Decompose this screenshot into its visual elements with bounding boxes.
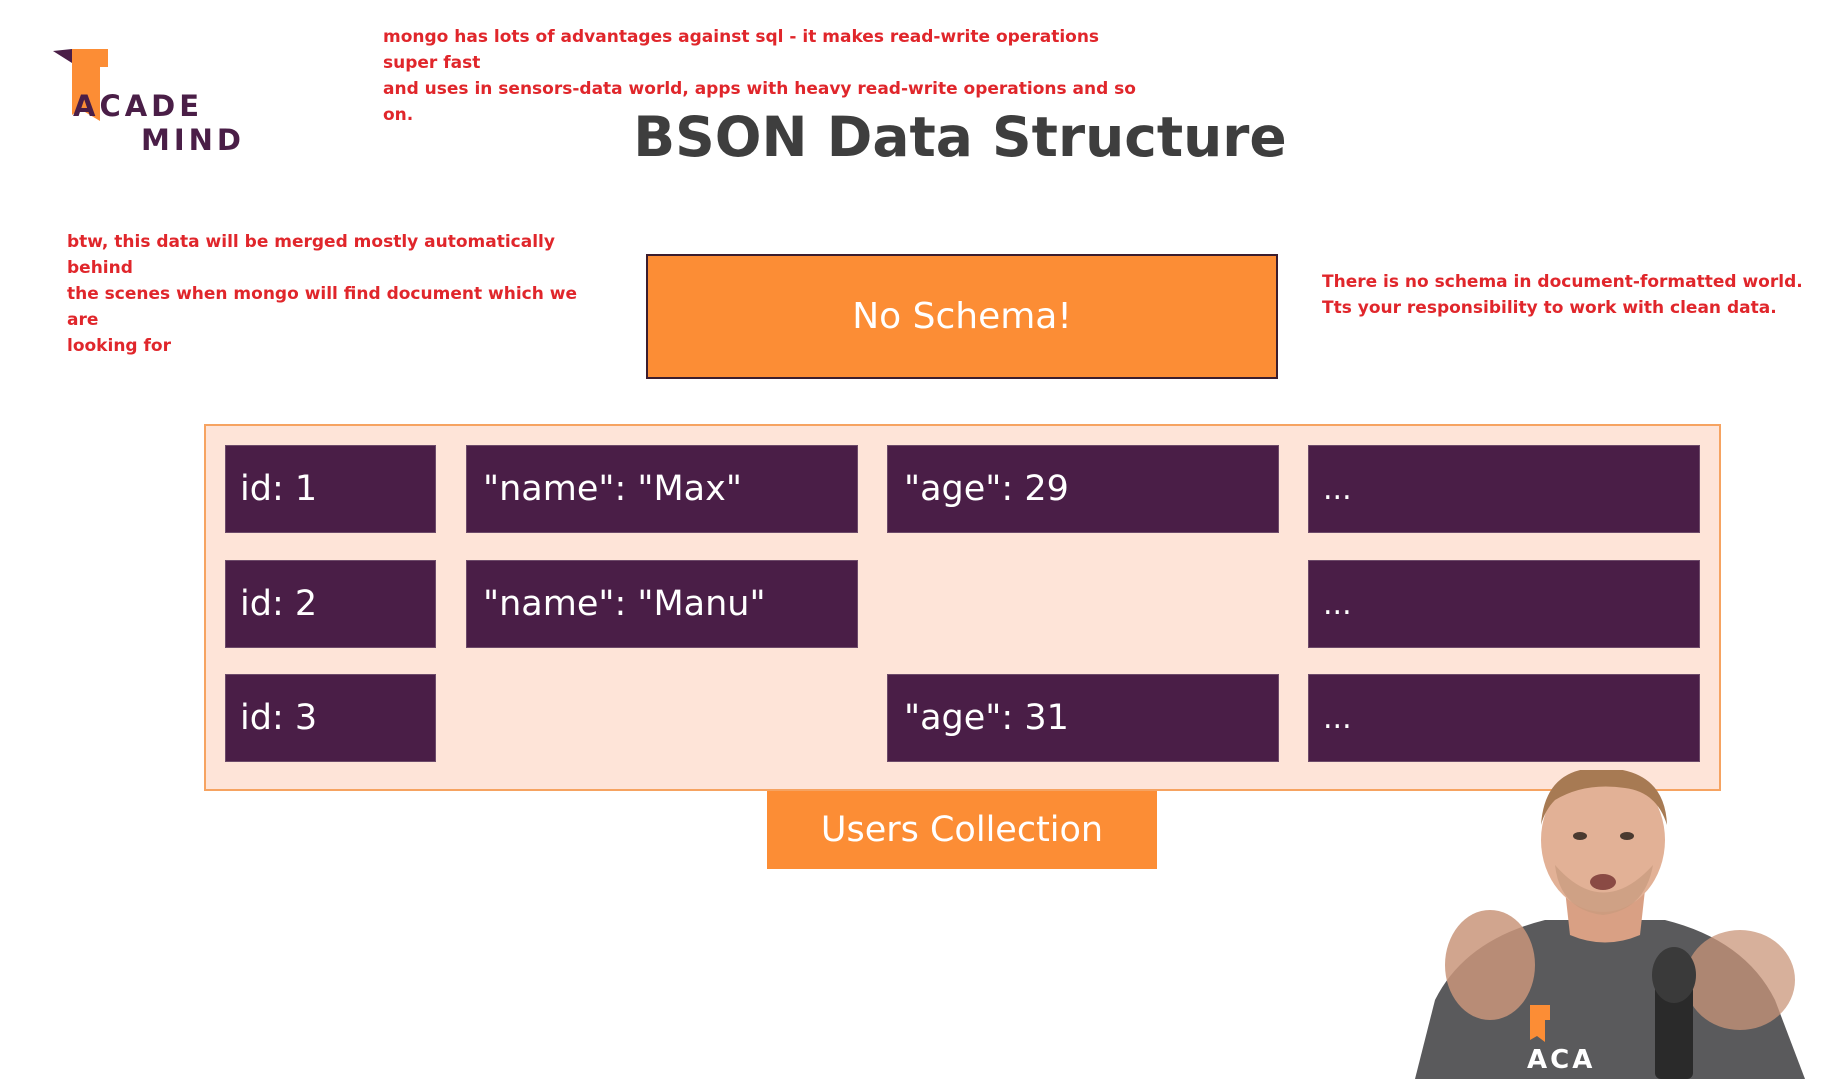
logo-text-mind: MIND (141, 123, 245, 157)
doc-3-age-field: "age": 31 (887, 674, 1279, 762)
slide-title: BSON Data Structure (633, 105, 1287, 169)
doc-1-name-field: "name": "Max" (466, 445, 858, 533)
users-collection-label: Users Collection (767, 791, 1157, 869)
doc-2-more-field: ... (1308, 560, 1700, 648)
note-right: There is no schema in document-formatted… (1322, 269, 1812, 321)
note-top-line-2: and uses in sensors-data world, apps wit… (383, 79, 1136, 125)
doc-2-id-field: id: 2 (225, 560, 436, 648)
note-right-line-1: There is no schema in document-formatted… (1322, 272, 1803, 292)
doc-3-id-field: id: 3 (225, 674, 436, 762)
doc-1-age-field: "age": 29 (887, 445, 1279, 533)
no-schema-box: No Schema! (646, 254, 1278, 379)
doc-1-id-field: id: 1 (225, 445, 436, 533)
note-top: mongo has lots of advantages against sql… (383, 24, 1143, 128)
bookmark-ribbon-icon (53, 49, 108, 121)
academind-logo: ACADE MIND (50, 45, 250, 157)
presenter-video-overlay: ACA (1415, 770, 1805, 1079)
note-left-line-3: looking for (67, 336, 171, 356)
note-left: btw, this data will be merged mostly aut… (67, 229, 597, 359)
doc-2-name-field: "name": "Manu" (466, 560, 858, 648)
note-top-line-1: mongo has lots of advantages against sql… (383, 27, 1100, 73)
doc-3-more-field: ... (1308, 674, 1700, 762)
doc-1-more-field: ... (1308, 445, 1700, 533)
shirt-logo-text: ACA (1527, 1045, 1595, 1075)
note-left-line-2: the scenes when mongo will find document… (67, 284, 577, 330)
logo-text-acade: ACADE (73, 89, 204, 123)
note-right-line-2: Tts your responsibility to work with cle… (1322, 298, 1777, 318)
note-left-line-1: btw, this data will be merged mostly aut… (67, 232, 555, 278)
